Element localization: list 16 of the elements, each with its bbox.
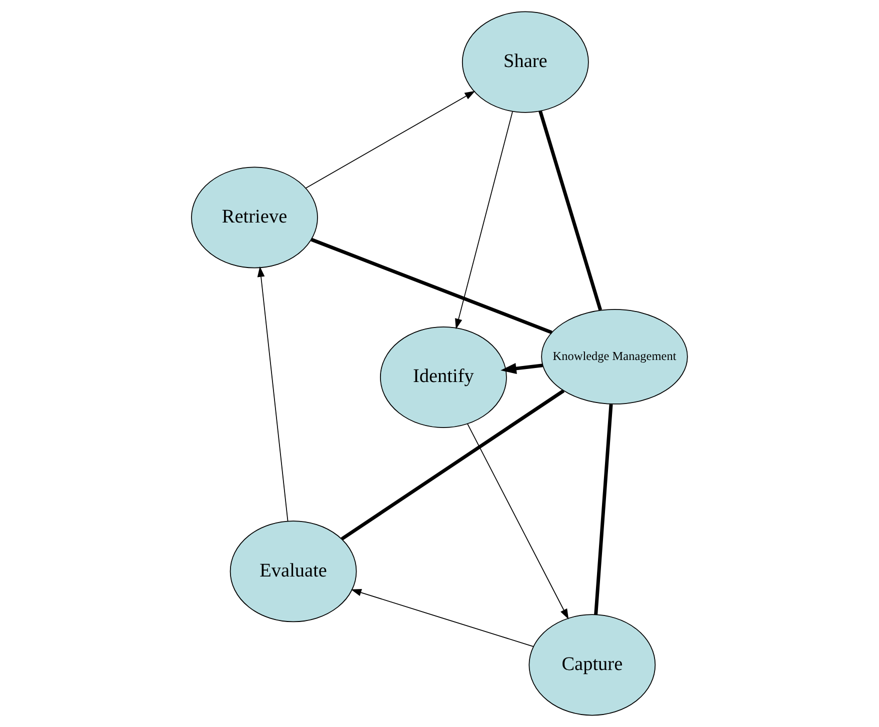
node-ellipse: Capture — [528, 614, 656, 716]
node-ellipse: Knowledge Management — [541, 309, 688, 404]
connector — [340, 389, 565, 540]
arrow — [350, 589, 534, 647]
arrow — [257, 266, 288, 522]
connector — [538, 110, 602, 311]
node-ellipse: Retrieve — [191, 166, 318, 268]
arrow — [500, 363, 543, 374]
node-ellipse: Evaluate — [230, 520, 357, 622]
node-ellipse: Share — [462, 11, 589, 113]
connector — [310, 238, 552, 334]
arrow — [467, 423, 569, 620]
arrow — [455, 111, 513, 330]
connector — [594, 404, 613, 615]
node-ellipse: Identify — [380, 326, 507, 428]
arrow — [305, 90, 476, 189]
